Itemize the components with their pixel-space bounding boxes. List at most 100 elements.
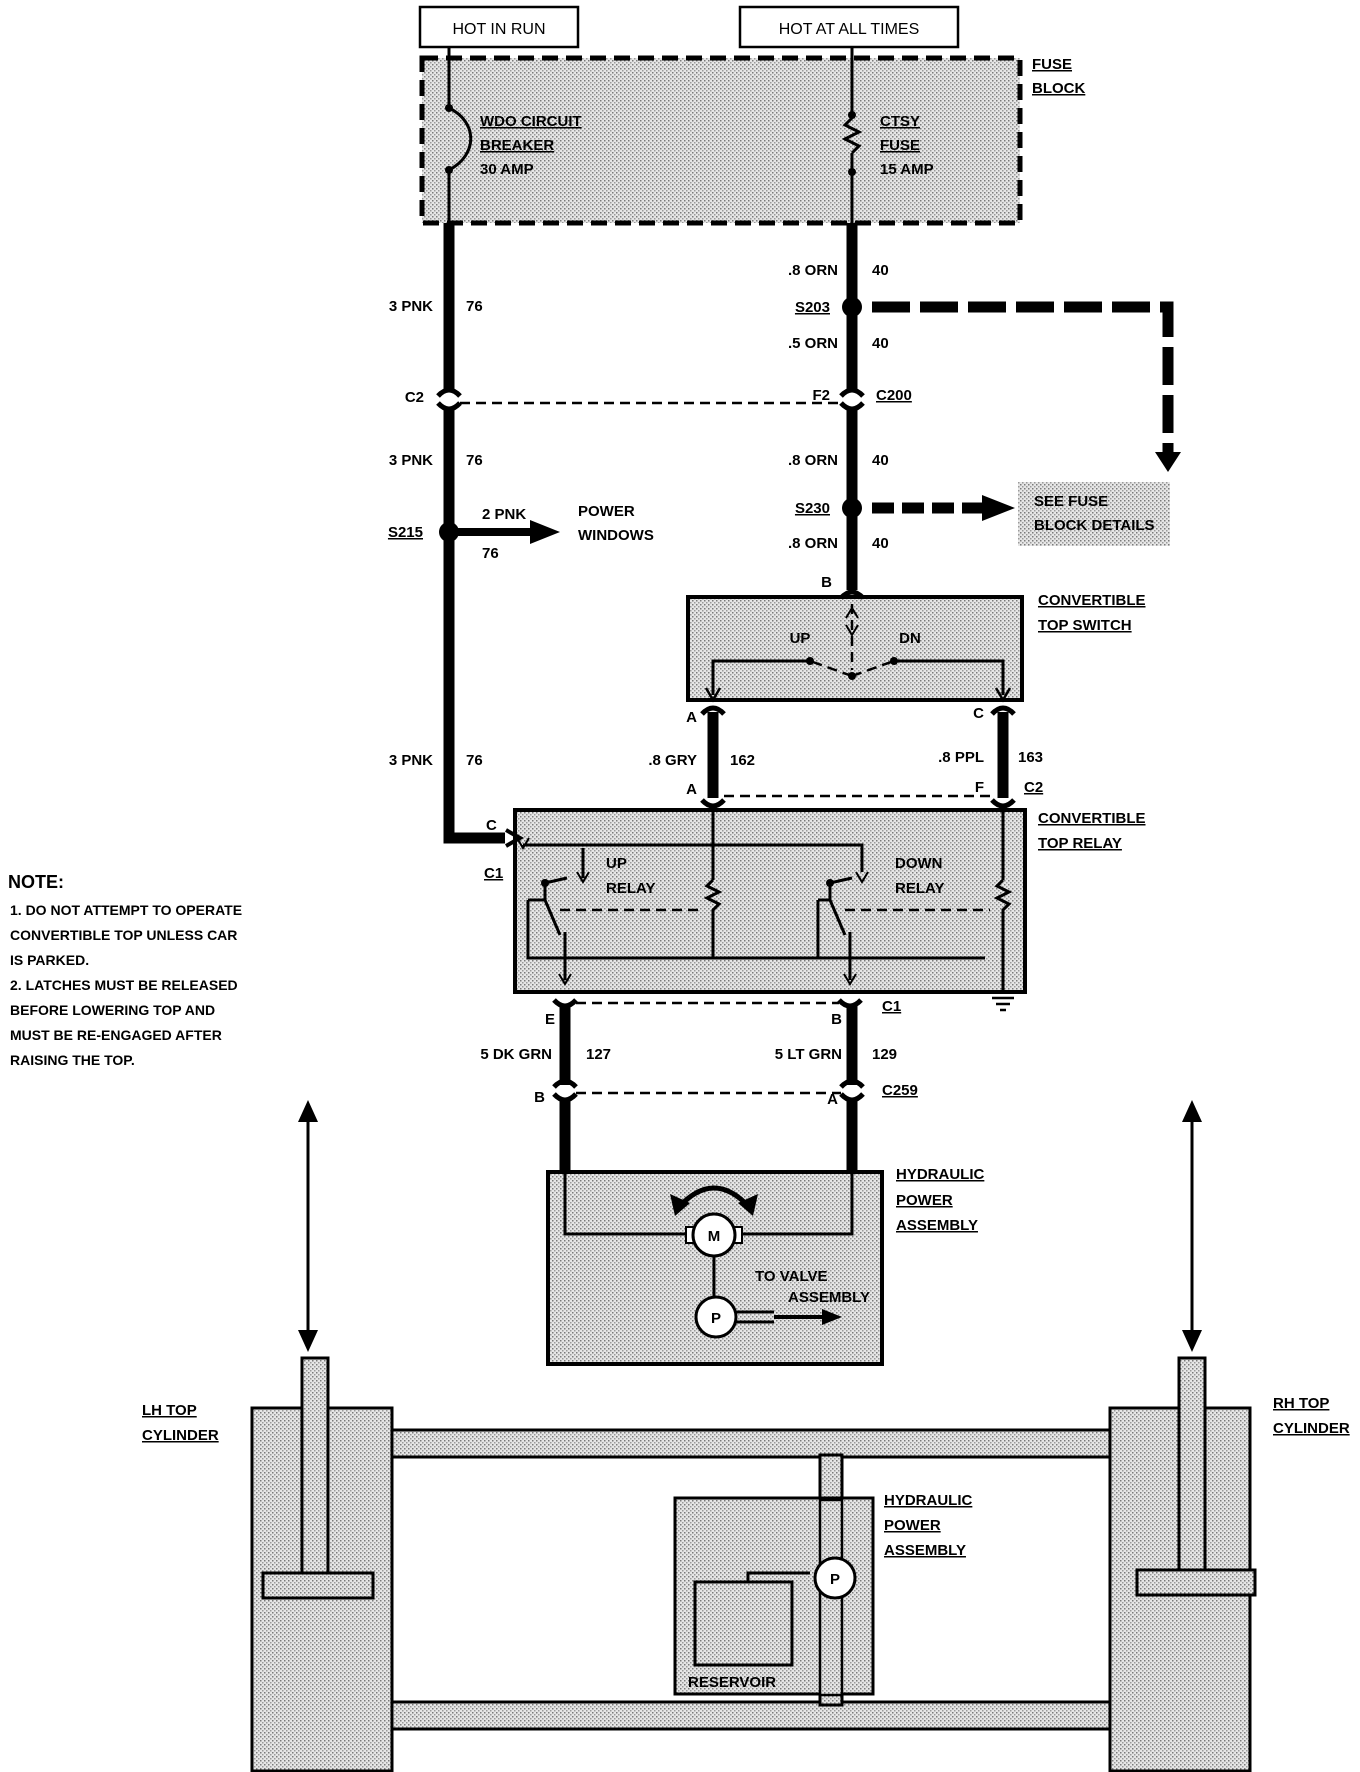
fuse-block-label-2: BLOCK <box>1032 80 1085 97</box>
rh-cylinder-label-1: RH TOP <box>1273 1395 1329 1412</box>
pnk-gauge-1: 3 PNK <box>389 298 433 315</box>
up-relay-label-2: RELAY <box>606 880 655 897</box>
dk-grn-gauge: 5 DK GRN <box>480 1046 552 1063</box>
branch-gauge: 2 PNK <box>482 506 526 523</box>
breaker-label-2: BREAKER <box>480 137 554 154</box>
motor-pin-b-label: B <box>831 1011 842 1028</box>
hydraulic-pump-icon <box>813 1556 857 1600</box>
ground-icon <box>992 996 1014 1012</box>
pnk-circuit-2: 76 <box>466 452 483 469</box>
pump-label: P <box>711 1310 721 1327</box>
relay-pin-f-label: F <box>975 779 984 796</box>
connector-c200-icon <box>839 387 865 412</box>
orn-gauge-2: .5 ORN <box>788 335 838 352</box>
to-valve-label-2: ASSEMBLY <box>788 1289 870 1306</box>
note-line-6: MUST BE RE-ENGAGED AFTER <box>10 1027 222 1043</box>
note-heading: NOTE: <box>8 872 64 892</box>
connector-c2-left-icon <box>436 387 462 412</box>
pump-assembly-label-2: POWER <box>884 1517 941 1534</box>
pnk-gauge-3: 3 PNK <box>389 752 433 769</box>
connector-c200-label: C200 <box>876 387 912 404</box>
connector-c259-label: C259 <box>882 1082 918 1099</box>
power-assembly-label-3: ASSEMBLY <box>896 1217 978 1234</box>
see-fuse-block-box <box>1018 482 1170 546</box>
switch-label-1: CONVERTIBLE <box>1038 592 1146 609</box>
c259-pin-b-label: B <box>534 1089 545 1106</box>
orn-circuit-3: 40 <box>872 452 889 469</box>
motor-pin-e-label: E <box>545 1011 555 1028</box>
pump-assembly-label-3: ASSEMBLY <box>884 1542 966 1559</box>
hot-in-run-label: HOT IN RUN <box>452 21 545 38</box>
down-relay-label-1: DOWN <box>895 855 943 872</box>
convertible-top-switch: UP DN CONVERTIBLE TOP SWITCH A C <box>686 589 1146 726</box>
splice-s230-icon <box>842 498 862 518</box>
s203-arrow-icon <box>1155 452 1181 472</box>
fuse-block: FUSE BLOCK WDO CIRCUIT BREAKER 30 AMP CT… <box>419 47 1085 226</box>
relay-label-1: CONVERTIBLE <box>1038 810 1146 827</box>
hydraulic-system: LH TOP CYLINDER RH TOP CYLINDER P RESERV… <box>142 1100 1350 1772</box>
ppl-gauge: .8 PPL <box>938 749 984 766</box>
switch-pin-a-label: A <box>686 709 697 726</box>
relay-pin-c-label: C <box>486 817 497 834</box>
fuse-label-2: FUSE <box>880 137 920 154</box>
orn-circuit-4: 40 <box>872 535 889 552</box>
breaker-label-1: WDO CIRCUIT <box>480 113 582 130</box>
note-line-7: RAISING THE TOP. <box>10 1052 135 1068</box>
fuse-icon <box>841 116 863 155</box>
s230-arrow-icon <box>982 495 1015 521</box>
fuse-label-3: 15 AMP <box>880 161 934 178</box>
left-pnk-wire: 3 PNK 76 C2 3 PNK 76 S215 2 PNK 76 POWER… <box>388 223 654 844</box>
note-block: NOTE: 1. DO NOT ATTEMPT TO OPERATE CONVE… <box>8 872 242 1068</box>
c259-pin-a-label: A <box>827 1091 838 1108</box>
relay-c2-label: C2 <box>1024 779 1043 796</box>
pump-icon <box>694 1295 738 1339</box>
relay-pin-a-label: A <box>686 781 697 798</box>
note-line-2: CONVERTIBLE TOP UNLESS CAR <box>10 927 237 943</box>
relay-c1-label: C1 <box>484 865 503 882</box>
switch-label-2: TOP SWITCH <box>1038 617 1132 634</box>
circuit-breaker-icon <box>448 106 473 172</box>
breaker-label-3: 30 AMP <box>480 161 534 178</box>
fuse-block-label-1: FUSE <box>1032 56 1072 73</box>
note-line-1: 1. DO NOT ATTEMPT TO OPERATE <box>10 902 242 918</box>
splice-s215-icon <box>439 522 459 542</box>
relay-label-2: TOP RELAY <box>1038 835 1122 852</box>
lt-grn-gauge: 5 LT GRN <box>775 1046 842 1063</box>
orn-circuit-2: 40 <box>872 335 889 352</box>
power-windows-arrow-icon <box>530 520 560 544</box>
switch-dn-label: DN <box>899 630 921 647</box>
lh-up-arrow-icon <box>298 1100 318 1122</box>
rh-cylinder-label-2: CYLINDER <box>1273 1420 1350 1437</box>
down-relay-label-2: RELAY <box>895 880 944 897</box>
to-valve-label-1: TO VALVE <box>755 1268 828 1285</box>
splice-s215-label: S215 <box>388 524 423 541</box>
ppl-circuit: 163 <box>1018 749 1043 766</box>
hot-at-all-times-box: HOT AT ALL TIMES <box>738 5 960 49</box>
motor-label: M <box>708 1228 721 1245</box>
fuse-label-1: CTSY <box>880 113 920 130</box>
dk-grn-circuit: 127 <box>586 1046 611 1063</box>
motor-c1-label: C1 <box>882 998 901 1015</box>
hydraulic-pump-label: P <box>830 1571 840 1588</box>
note-line-5: BEFORE LOWERING TOP AND <box>10 1002 215 1018</box>
pnk-circuit-3: 76 <box>466 752 483 769</box>
reservoir-icon <box>693 1580 794 1667</box>
pnk-circuit-1: 76 <box>466 298 483 315</box>
switch-up-label: UP <box>790 630 811 647</box>
splice-s203-label: S203 <box>795 299 830 316</box>
lh-down-arrow-icon <box>298 1330 318 1352</box>
lh-cylinder-label-2: CYLINDER <box>142 1427 219 1444</box>
power-assembly-label-2: POWER <box>896 1192 953 1209</box>
splice-s203-icon <box>842 297 862 317</box>
branch-circuit: 76 <box>482 545 499 562</box>
gry-circuit: 162 <box>730 752 755 769</box>
pnk-gauge-2: 3 PNK <box>389 452 433 469</box>
pin-f2-label: F2 <box>812 387 830 404</box>
up-relay-label-1: UP <box>606 855 627 872</box>
right-orn-wire: SEE FUSE BLOCK DETAILS .8 ORN 40 S203 .5… <box>788 223 1181 591</box>
switch-relay-wires: .8 GRY 162 .8 PPL 163 A F C2 <box>648 705 1043 809</box>
power-windows-label-1: POWER <box>578 503 635 520</box>
gry-gauge: .8 GRY <box>648 752 697 769</box>
hydraulic-power-assembly-motor: M P TO VALVE ASSEMBLY HYDRAULIC POWER AS… <box>546 1166 984 1366</box>
